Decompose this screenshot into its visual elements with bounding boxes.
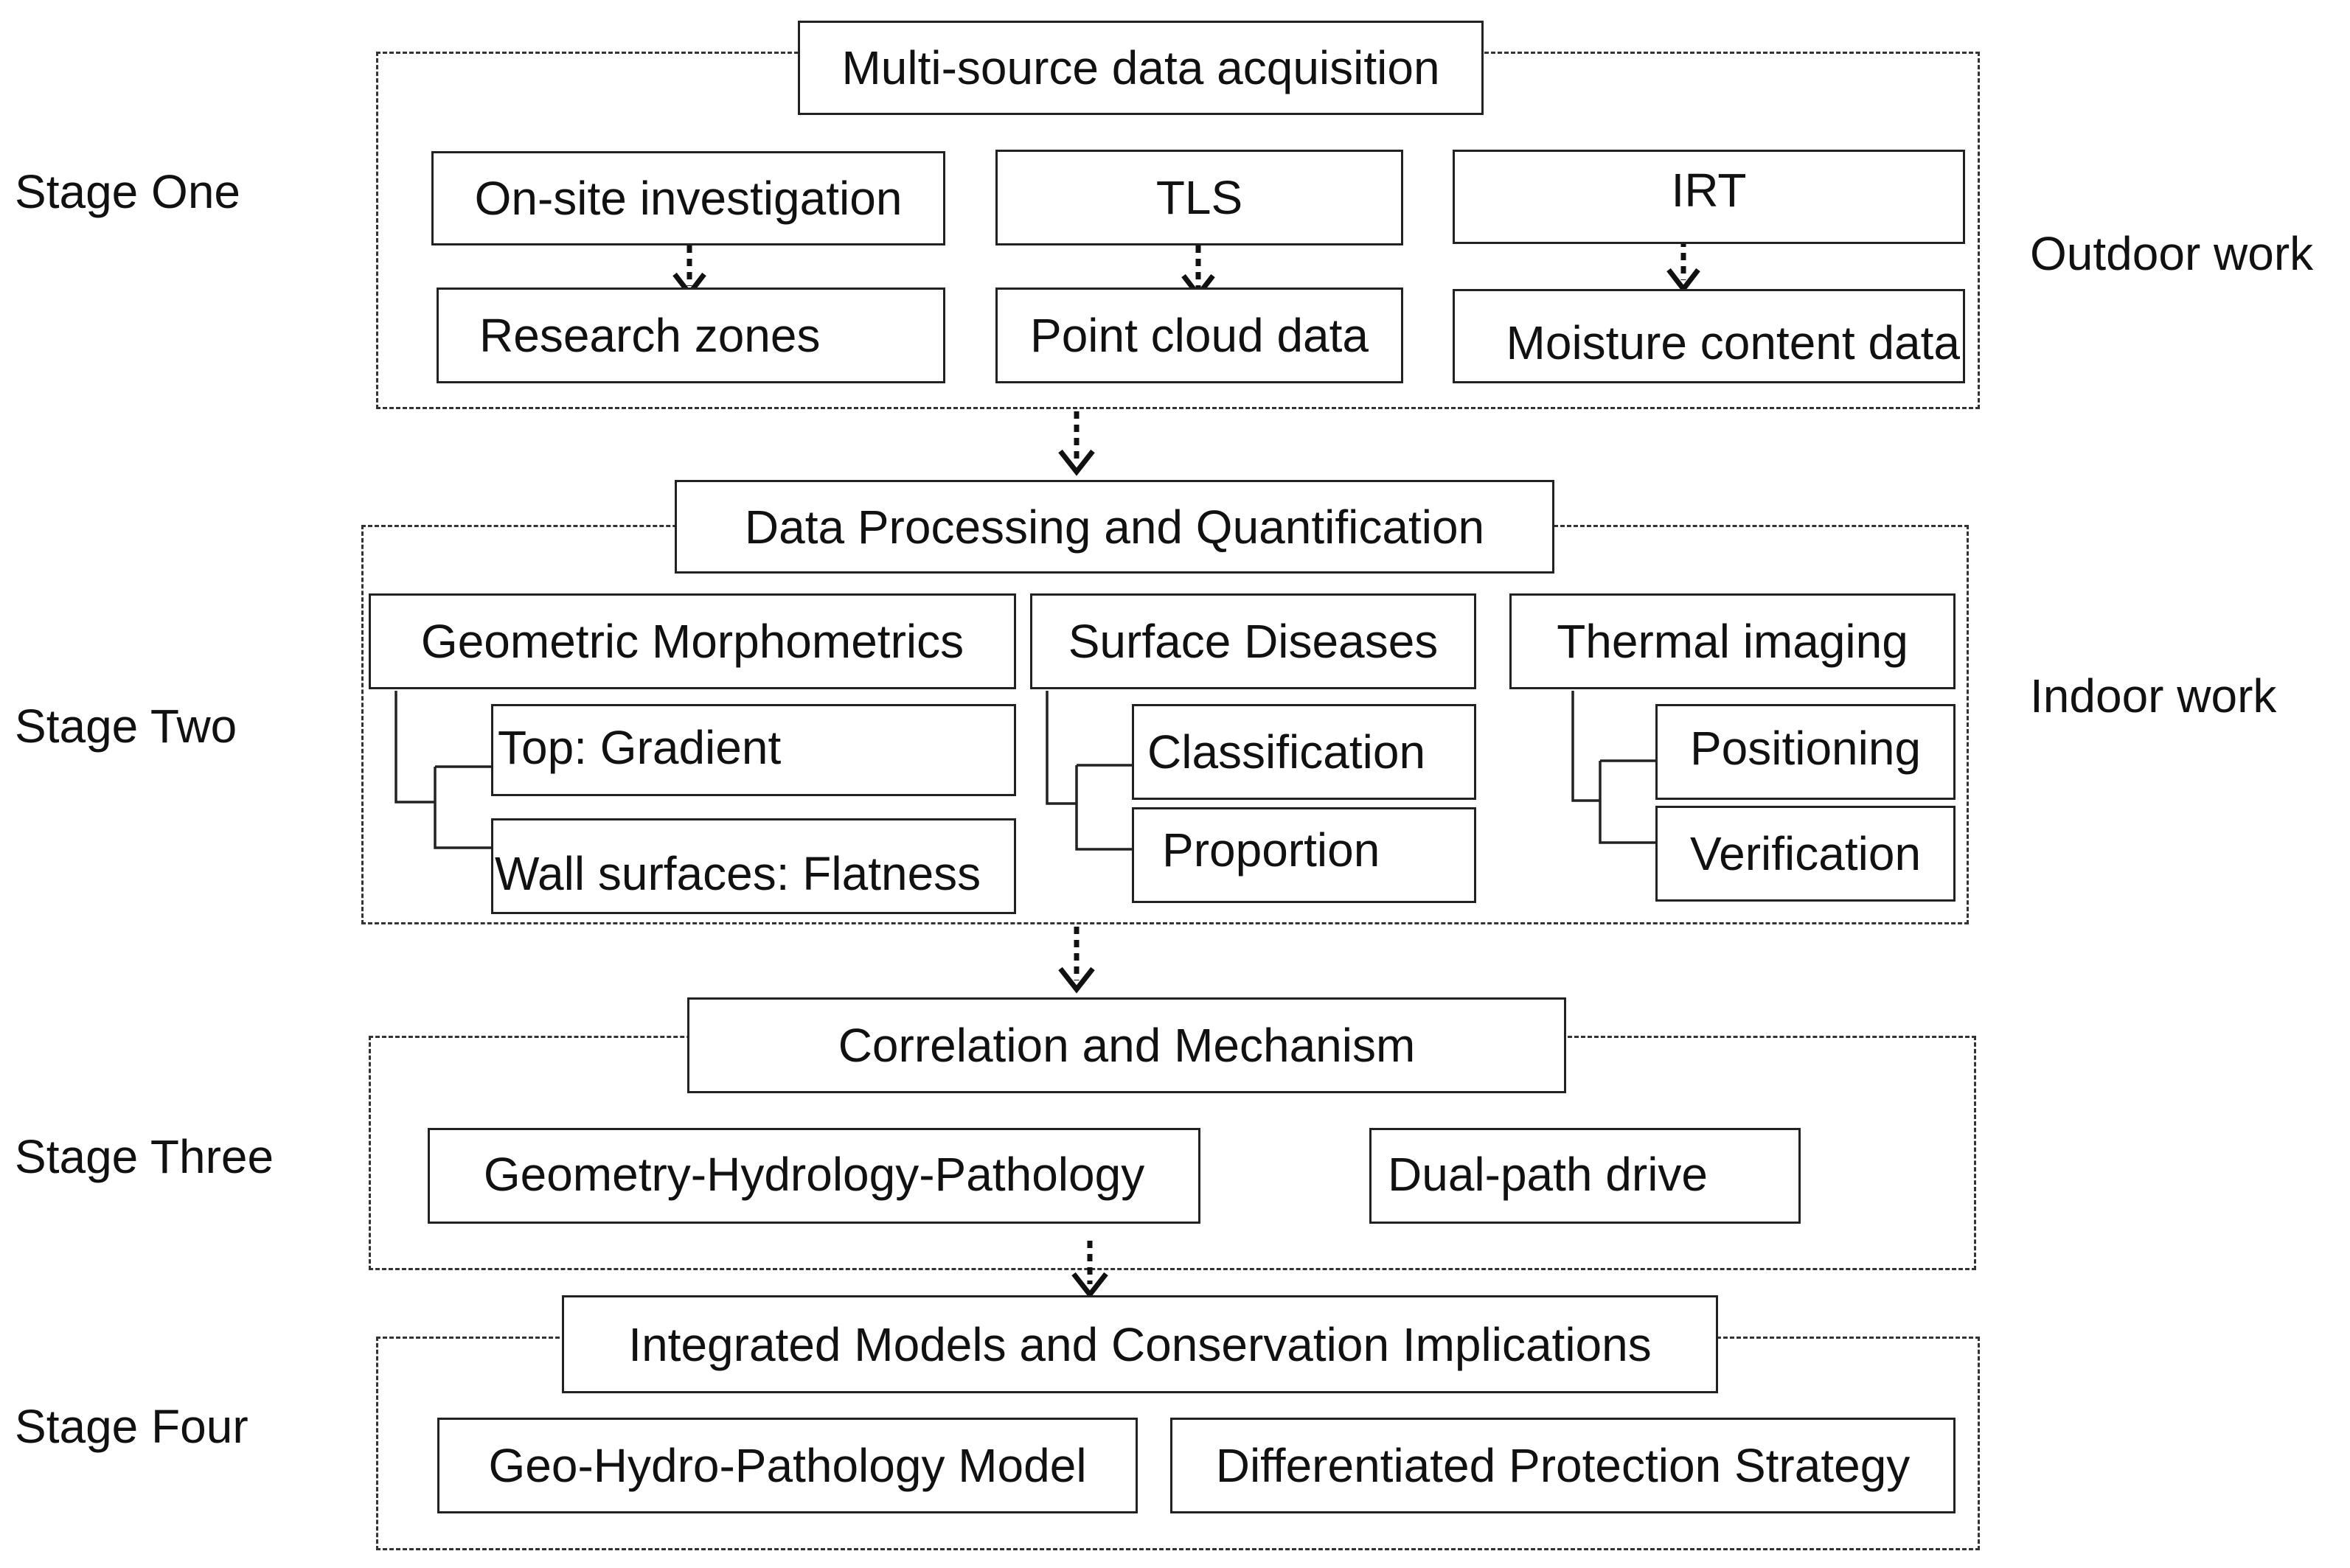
verification-box: Verification (1655, 806, 1956, 902)
arrow-stage-three-to-four (1071, 1241, 1108, 1299)
classification-box: Classification (1132, 704, 1476, 800)
irt-box: IRT (1453, 150, 1965, 244)
stage-two-title: Data Processing and Quantification (675, 480, 1554, 574)
stage-three-title: Correlation and Mechanism (687, 997, 1566, 1093)
dual-path-drive-box: Dual-path drive (1369, 1128, 1801, 1224)
surface-diseases-box: Surface Diseases (1030, 593, 1476, 689)
stage-one-label: Stage One (15, 165, 240, 218)
tree-geo (394, 691, 435, 804)
stage-four-label: Stage Four (15, 1400, 248, 1453)
arrow-onsite-to-zones (672, 245, 706, 298)
research-zones-box: Research zones (437, 288, 945, 383)
tree-thermal (1571, 691, 1600, 802)
arrow-irt-to-moisture (1666, 240, 1700, 293)
differentiated-protection-strategy-box: Differentiated Protection Strategy (1170, 1418, 1956, 1513)
geometric-morphometrics-box: Geometric Morphometrics (369, 593, 1016, 689)
indoor-work-label: Indoor work (2030, 669, 2277, 722)
stage-two-label: Stage Two (15, 700, 237, 753)
point-cloud-data-box: Point cloud data (995, 288, 1403, 383)
geometry-hydrology-pathology-box: Geometry-Hydrology-Pathology (428, 1128, 1200, 1224)
geo-hydro-pathology-model-box: Geo-Hydro-Pathology Model (437, 1418, 1138, 1513)
stage-four-title: Integrated Models and Conservation Impli… (562, 1295, 1718, 1393)
arrow-stage-two-to-three (1058, 927, 1095, 994)
arrow-stage-one-to-two (1058, 411, 1095, 476)
positioning-box: Positioning (1655, 704, 1956, 800)
stage-three-label: Stage Three (15, 1130, 274, 1183)
onsite-investigation-box: On-site investigation (431, 151, 945, 245)
tree-surface (1046, 691, 1077, 805)
stage-one-title: Multi-source data acquisition (798, 21, 1484, 115)
thermal-imaging-box: Thermal imaging (1509, 593, 1956, 689)
outdoor-work-label: Outdoor work (2030, 227, 2314, 280)
top-gradient-box: Top: Gradient (491, 704, 1016, 796)
wall-surfaces-flatness-box: Wall surfaces: Flatness (491, 818, 1016, 914)
proportion-box: Proportion (1132, 807, 1476, 903)
tls-box: TLS (995, 150, 1403, 245)
moisture-content-data-box: Moisture content data (1453, 289, 1965, 383)
